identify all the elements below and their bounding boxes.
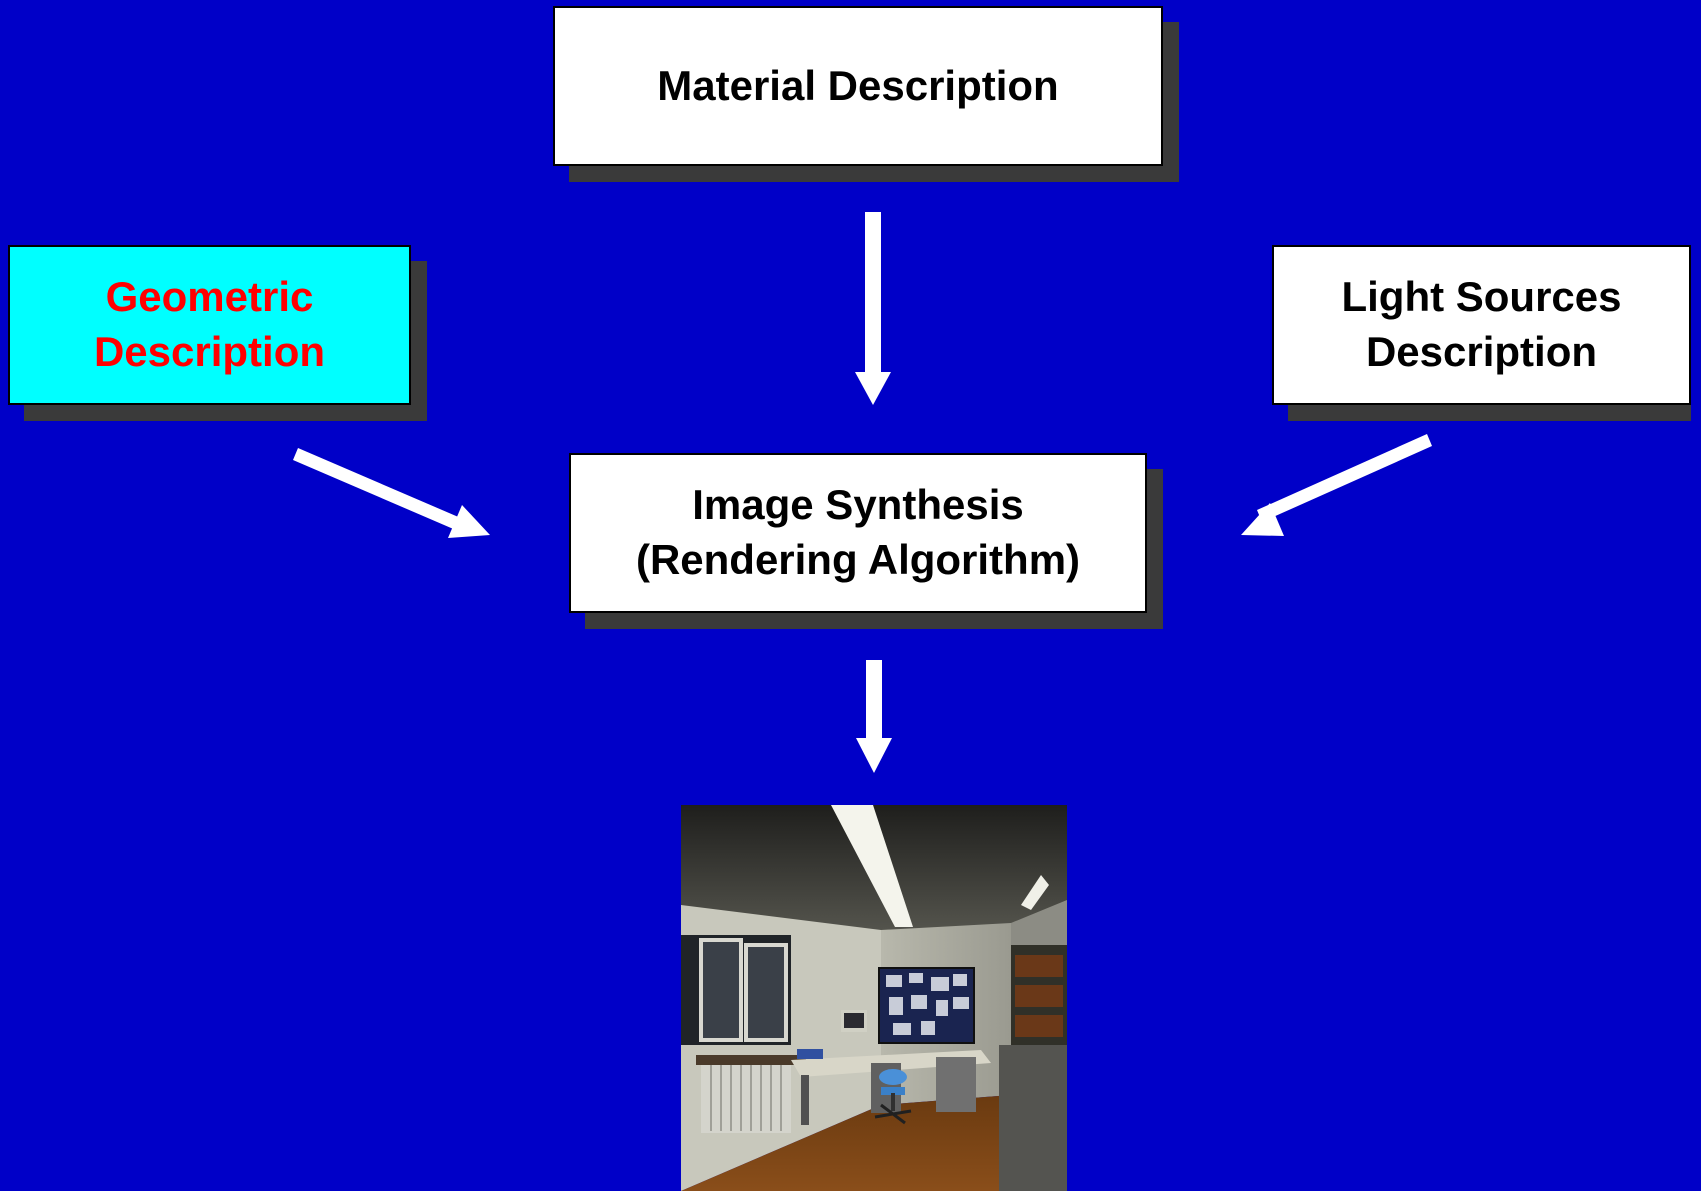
light-label-line1: Light Sources <box>1341 273 1622 321</box>
light-sources-description-box: Light Sources Description <box>1272 245 1691 405</box>
synthesis-label-line2: (Rendering Algorithm) <box>635 536 1081 583</box>
rendered-office-image <box>681 805 1067 1191</box>
image-synthesis-box: Image Synthesis (Rendering Algorithm) <box>569 453 1147 613</box>
geometric-label-line2: Description <box>93 328 326 375</box>
geometric-description-box: Geometric Description <box>8 245 411 405</box>
arrow-material-to-synthesis <box>855 212 891 405</box>
arrow-synthesis-to-output <box>856 660 892 773</box>
arrow-light-to-synthesis <box>1241 434 1432 536</box>
arrow-geometric-to-synthesis <box>293 448 490 538</box>
synthesis-label-line1: Image Synthesis <box>692 481 1024 529</box>
light-label-line2: Description <box>1365 328 1598 375</box>
material-description-label: Material Description <box>657 61 1059 109</box>
geometric-label-line1: Geometric <box>105 273 314 321</box>
material-description-box: Material Description <box>553 6 1163 166</box>
